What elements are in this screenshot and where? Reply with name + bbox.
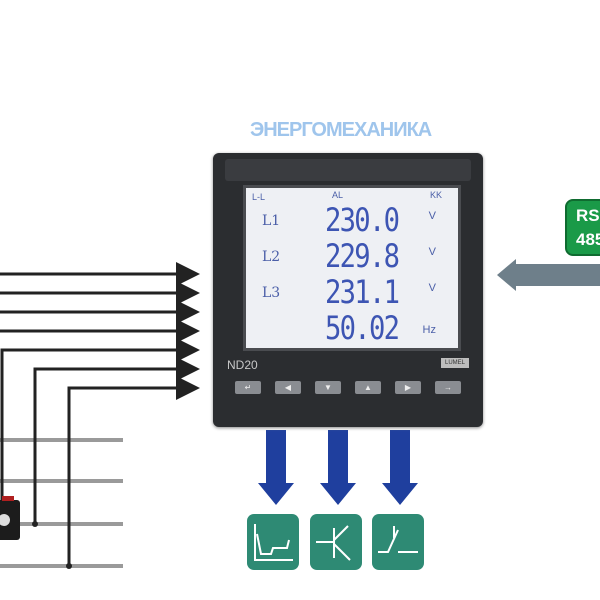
lcd-row-unit: Hz — [422, 324, 436, 336]
lcd-mode-indicator: L-L — [252, 192, 266, 202]
lcd-row-value: 50.02 — [324, 309, 400, 347]
left-button[interactable]: ◀ — [275, 381, 301, 394]
power-lines — [0, 438, 123, 568]
wire-arrow — [67, 376, 200, 566]
watermark: ЭНЕРГОМЕХАНИКА — [250, 119, 432, 141]
lcd-row-value: 229.8 — [324, 237, 400, 275]
lcd-row-unit: V — [428, 210, 436, 222]
lcd-row: L1 230.0 V — [246, 204, 458, 238]
analog-output-icon — [247, 514, 299, 570]
blue-arrow — [390, 430, 410, 485]
lcd-row-label: L3 — [262, 285, 281, 301]
blue-arrow — [328, 430, 348, 485]
lcd-row-label: L2 — [262, 249, 281, 265]
brand-logo: LUMEL — [441, 358, 469, 368]
signal-wires — [0, 262, 200, 566]
lcd-screen: L-L AL KK L1 230.0 V L2 229.8 V L3 231.1… — [243, 185, 461, 351]
badge-line1: RS — [576, 206, 600, 225]
gray-input-arrow — [497, 259, 600, 291]
relay-output-icon — [372, 514, 424, 570]
lcd-alarm-indicator: AL — [332, 190, 344, 200]
wire-arrow — [0, 338, 200, 540]
lcd-row: L3 231.1 V — [246, 276, 458, 310]
wire-arrow — [33, 357, 200, 524]
up-button[interactable]: ▲ — [355, 381, 381, 394]
meter-bezel-top — [225, 159, 471, 181]
lcd-status-indicator: KK — [429, 190, 442, 200]
enter-button[interactable]: ↵ — [235, 381, 261, 394]
down-button[interactable]: ▼ — [315, 381, 341, 394]
model-label: ND20 — [227, 358, 258, 372]
lcd-row: L2 229.8 V — [246, 240, 458, 274]
lcd-row-label: L1 — [262, 213, 281, 229]
badge-line2: 485 — [576, 230, 600, 249]
lcd-row: 50.02 Hz — [246, 312, 458, 346]
lcd-row-value: 231.1 — [324, 273, 400, 311]
escape-button[interactable]: → — [435, 381, 461, 394]
current-transformer-icon — [0, 496, 20, 540]
blue-output-arrows — [258, 430, 418, 505]
transistor-output-icon — [310, 514, 362, 570]
lcd-row-value: 230.0 — [324, 201, 400, 239]
junction-dot — [32, 521, 38, 527]
rs485-badge: RS 485 — [565, 199, 600, 256]
junction-dot — [66, 563, 72, 569]
right-button[interactable]: ▶ — [395, 381, 421, 394]
lcd-row-unit: V — [428, 246, 436, 258]
power-meter-nd20: L-L AL KK L1 230.0 V L2 229.8 V L3 231.1… — [213, 153, 483, 427]
blue-arrow — [266, 430, 286, 485]
lcd-row-unit: V — [428, 282, 436, 294]
